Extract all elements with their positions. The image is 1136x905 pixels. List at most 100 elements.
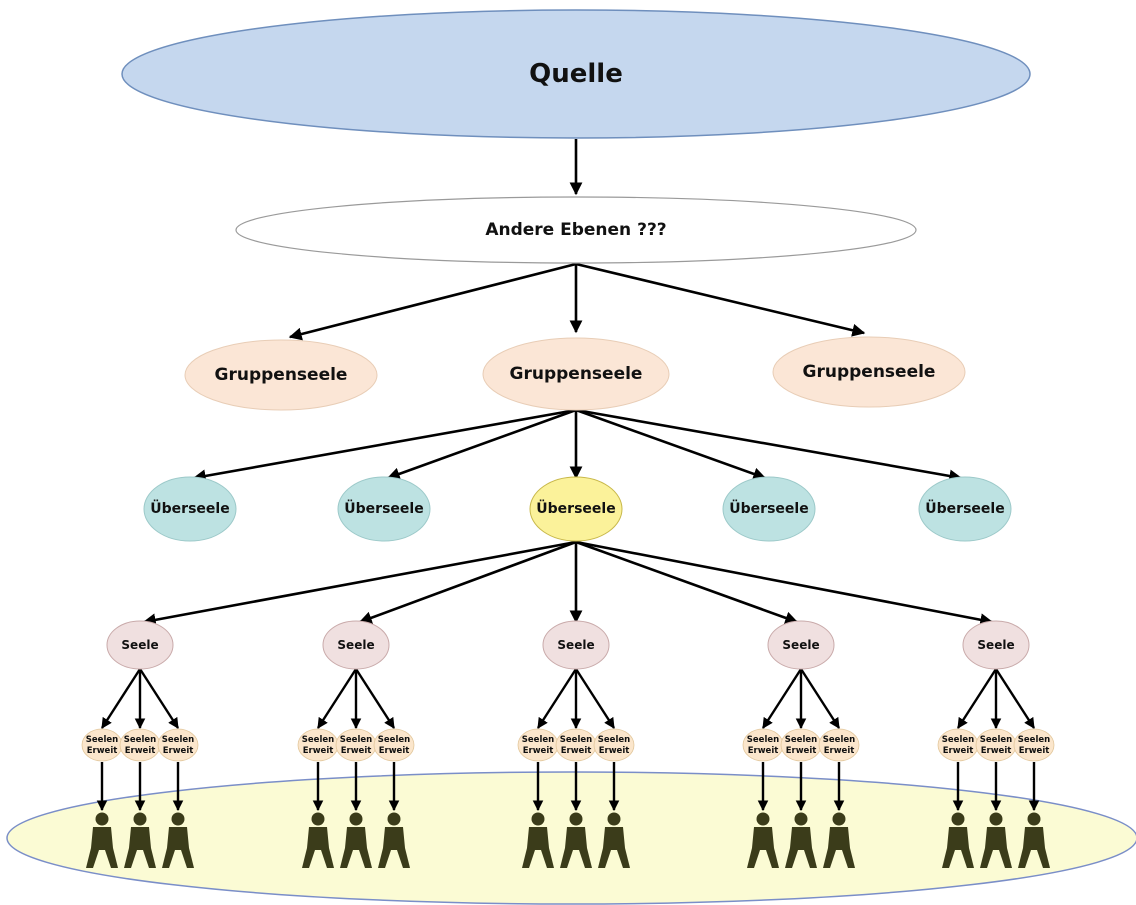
soul-label: Seele bbox=[121, 638, 158, 652]
soul-label: Seele bbox=[337, 638, 374, 652]
extension-label-line1: Seelen bbox=[598, 735, 630, 745]
arrow bbox=[799, 668, 841, 729]
extension-label-line1: Seelen bbox=[86, 735, 118, 745]
oversoul-node: Überseele bbox=[337, 476, 431, 542]
source-node: Quelle bbox=[121, 9, 1031, 139]
extension-label-line1: Seelen bbox=[942, 735, 974, 745]
soul-label: Seele bbox=[977, 638, 1014, 652]
arrow bbox=[386, 408, 577, 481]
arrow bbox=[536, 668, 578, 729]
arrow bbox=[142, 540, 577, 627]
extension-label-line1: Seelen bbox=[302, 735, 334, 745]
extension-label-line2: Erweit bbox=[561, 746, 592, 756]
extension-label-line1: Seelen bbox=[162, 735, 194, 745]
extension-label-line2: Erweit bbox=[943, 746, 974, 756]
extension-label-line2: Erweit bbox=[379, 746, 410, 756]
extension-label-line2: Erweit bbox=[523, 746, 554, 756]
oversoul-node: Überseele bbox=[722, 476, 816, 542]
oversoul-label: Überseele bbox=[729, 499, 808, 517]
extension-label-line1: Seelen bbox=[1018, 735, 1050, 745]
extension-label-line1: Seelen bbox=[378, 735, 410, 745]
extension-label-line2: Erweit bbox=[303, 746, 334, 756]
extension-label-line1: Seelen bbox=[522, 735, 554, 745]
group-soul-node: Gruppenseele bbox=[772, 336, 966, 408]
extension-label-line2: Erweit bbox=[125, 746, 156, 756]
group-soul-label: Gruppenseele bbox=[215, 365, 348, 385]
soul-label: Seele bbox=[557, 638, 594, 652]
soul-node: Seele bbox=[322, 620, 390, 670]
arrow bbox=[994, 668, 1036, 729]
arrow bbox=[574, 668, 616, 729]
arrow bbox=[761, 668, 803, 729]
soul-node: Seele bbox=[542, 620, 610, 670]
oversoul-node: Überseele bbox=[143, 476, 237, 542]
arrow bbox=[575, 408, 963, 483]
arrow bbox=[138, 668, 180, 729]
extension-label-line1: Seelen bbox=[823, 735, 855, 745]
soul-node: Seele bbox=[767, 620, 835, 670]
extension-label-line2: Erweit bbox=[748, 746, 779, 756]
soul-extensions: SeelenErweitSeelenErweitSeelenErweitSeel… bbox=[81, 728, 1055, 762]
other-levels-label: Andere Ebenen ??? bbox=[485, 220, 666, 240]
extension-label-line2: Erweit bbox=[824, 746, 855, 756]
extension-label-line2: Erweit bbox=[981, 746, 1012, 756]
arrow bbox=[575, 262, 866, 337]
extension-label-line2: Erweit bbox=[163, 746, 194, 756]
group-soul-node: Gruppenseele bbox=[184, 339, 378, 411]
soul-node: Seele bbox=[106, 620, 174, 670]
arrow bbox=[358, 540, 577, 625]
edges bbox=[96, 139, 1040, 812]
arrow bbox=[192, 408, 577, 483]
arrow bbox=[575, 540, 799, 625]
group-soul-label: Gruppenseele bbox=[803, 362, 936, 382]
souls: Seele Seele Seele Seele Seele bbox=[106, 620, 1030, 670]
extension-label-line2: Erweit bbox=[1019, 746, 1050, 756]
arrow bbox=[575, 408, 767, 481]
arrow bbox=[354, 668, 396, 729]
group-soul-node: Gruppenseele bbox=[482, 337, 670, 411]
oversoul-node: Überseele bbox=[918, 476, 1012, 542]
extension-label-line2: Erweit bbox=[341, 746, 372, 756]
other-levels-node: Andere Ebenen ??? bbox=[235, 196, 917, 264]
extension-label-line1: Seelen bbox=[747, 735, 779, 745]
extension-label-line1: Seelen bbox=[340, 735, 372, 745]
arrow bbox=[956, 668, 998, 729]
soul-label: Seele bbox=[782, 638, 819, 652]
soul-node: Seele bbox=[962, 620, 1030, 670]
oversoul-label: Überseele bbox=[925, 499, 1004, 517]
group-soul-label: Gruppenseele bbox=[510, 364, 643, 384]
oversoul-label: Überseele bbox=[344, 499, 423, 517]
extension-label-line2: Erweit bbox=[599, 746, 630, 756]
arrow bbox=[575, 540, 994, 627]
extension-label-line2: Erweit bbox=[786, 746, 817, 756]
extension-label-line2: Erweit bbox=[87, 746, 118, 756]
extension-label-line1: Seelen bbox=[124, 735, 156, 745]
group-souls: Gruppenseele Gruppenseele Gruppenseele bbox=[184, 336, 966, 411]
extension-label-line1: Seelen bbox=[560, 735, 592, 745]
oversoul-label: Überseele bbox=[536, 499, 615, 517]
extension-label-line1: Seelen bbox=[980, 735, 1012, 745]
arrow bbox=[100, 668, 142, 729]
arrow bbox=[316, 668, 358, 729]
extension-label-line1: Seelen bbox=[785, 735, 817, 745]
arrow bbox=[288, 262, 577, 341]
oversoul-label: Überseele bbox=[150, 499, 229, 517]
oversoul-node-highlighted: Überseele bbox=[529, 476, 623, 542]
source-label: Quelle bbox=[529, 59, 623, 89]
oversouls: Überseele Überseele Überseele Überseele Über… bbox=[143, 476, 1012, 542]
